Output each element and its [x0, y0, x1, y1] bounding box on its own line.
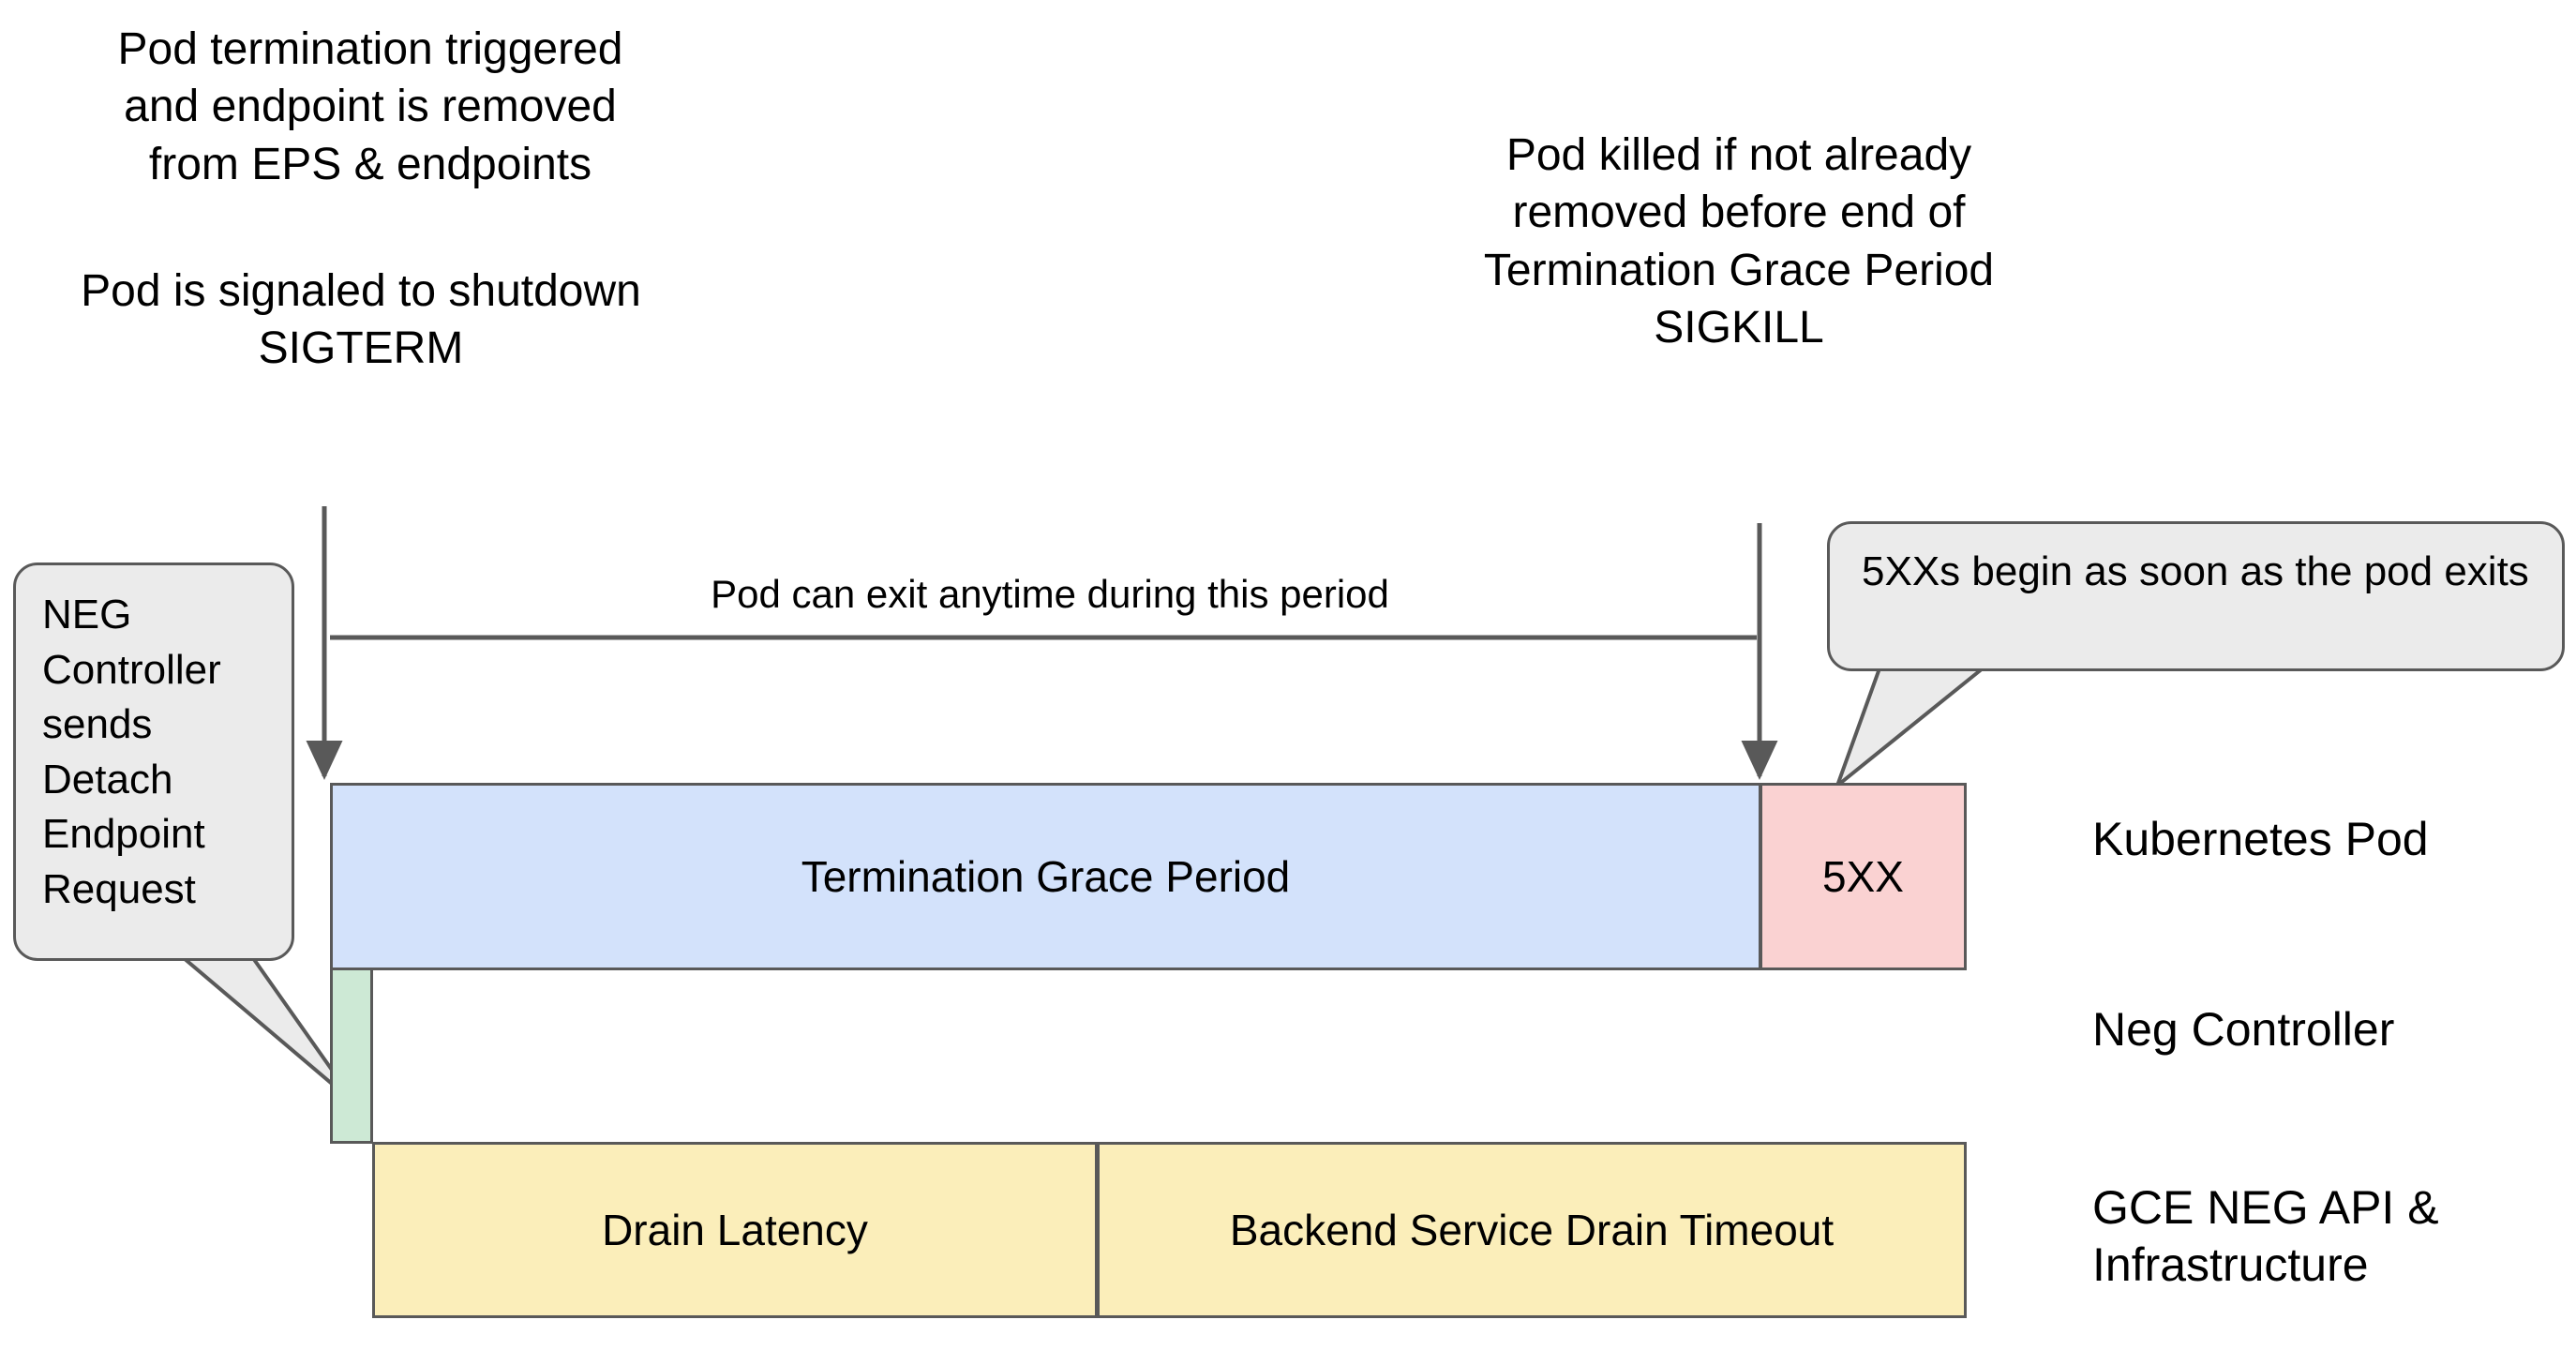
bar-neg-detach-request[interactable]: [330, 968, 373, 1144]
callout-text-neg-controller: NEG Controller sends Detach Endpoint Req…: [42, 592, 221, 912]
note-pod-signaled-sigterm: Pod is signaled to shutdown SIGTERM: [81, 266, 641, 374]
note-pod-killed-sigkill: Pod killed if not already removed before…: [1483, 130, 1995, 353]
lane-label-kubernetes-pod: Kubernetes Pod: [2092, 813, 2429, 865]
bar-drain-latency[interactable]: Drain Latency: [372, 1142, 1098, 1318]
lane-label-gce-neg-api: GCE NEG API & Infrastructure: [2092, 1181, 2439, 1291]
bar-label-backend-service-drain-timeout: Backend Service Drain Timeout: [1229, 1206, 1835, 1254]
bar-5xx[interactable]: 5XX: [1760, 783, 1967, 970]
callout-text-5xx-begin: 5XXs begin as soon as the pod exits: [1862, 548, 2529, 594]
bar-backend-service-drain-timeout[interactable]: Backend Service Drain Timeout: [1097, 1142, 1967, 1318]
period-caption-pod-can-exit: Pod can exit anytime during this period: [711, 572, 1389, 616]
callout-neg-controller[interactable]: NEG Controller sends Detach Endpoint Req…: [13, 562, 294, 961]
bar-label-drain-latency: Drain Latency: [602, 1206, 868, 1254]
lane-label-neg-controller: Neg Controller: [2092, 1003, 2395, 1056]
bar-termination-grace-period[interactable]: Termination Grace Period: [330, 783, 1761, 970]
note-pod-termination-triggered: Pod termination triggered and endpoint i…: [117, 24, 623, 189]
callout-5xx-begin[interactable]: 5XXs begin as soon as the pod exits: [1827, 521, 2565, 671]
bar-label-termination-grace-period: Termination Grace Period: [801, 852, 1291, 901]
bar-label-5xx: 5XX: [1822, 852, 1904, 901]
bubble-tail-5xx: [1835, 667, 1984, 788]
